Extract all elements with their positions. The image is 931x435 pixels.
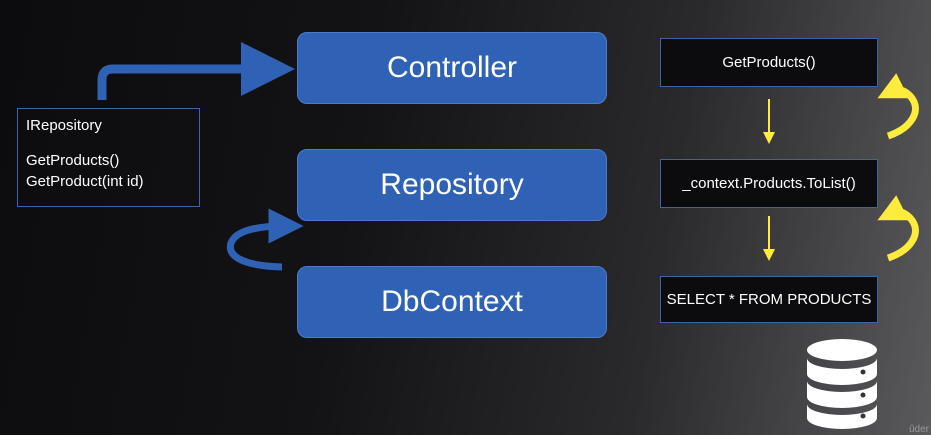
return-arrow-icon	[877, 195, 919, 262]
dbcontext-to-repository-return-arrow	[226, 208, 304, 271]
interface-box: IRepository GetProducts() GetProduct(int…	[17, 108, 200, 207]
call-step-label: GetProducts()	[722, 54, 816, 71]
watermark: ûder	[908, 424, 929, 435]
repository-label: Repository	[380, 168, 524, 201]
return-arrow-icon	[877, 73, 919, 140]
interface-method: GetProducts()	[26, 152, 120, 169]
controller-label: Controller	[386, 51, 518, 84]
call-step-label: _context.Products.ToList()	[682, 175, 856, 192]
dbcontext-label: DbContext	[381, 285, 523, 318]
call-step-label: SELECT * FROM PRODUCTS	[666, 291, 872, 308]
dbcontext-layer: DbContext	[297, 266, 607, 338]
call-step-sql: SELECT * FROM PRODUCTS	[660, 276, 878, 323]
call-step-repository: _context.Products.ToList()	[660, 159, 878, 208]
interface-method: GetProduct(int id)	[26, 173, 144, 190]
database-icon	[807, 339, 877, 429]
interface-to-controller-arrow	[97, 42, 295, 100]
controller-layer: Controller	[297, 32, 607, 104]
repository-layer: Repository	[297, 149, 607, 221]
call-step-controller: GetProducts()	[660, 38, 878, 87]
interface-name: IRepository	[26, 117, 102, 134]
